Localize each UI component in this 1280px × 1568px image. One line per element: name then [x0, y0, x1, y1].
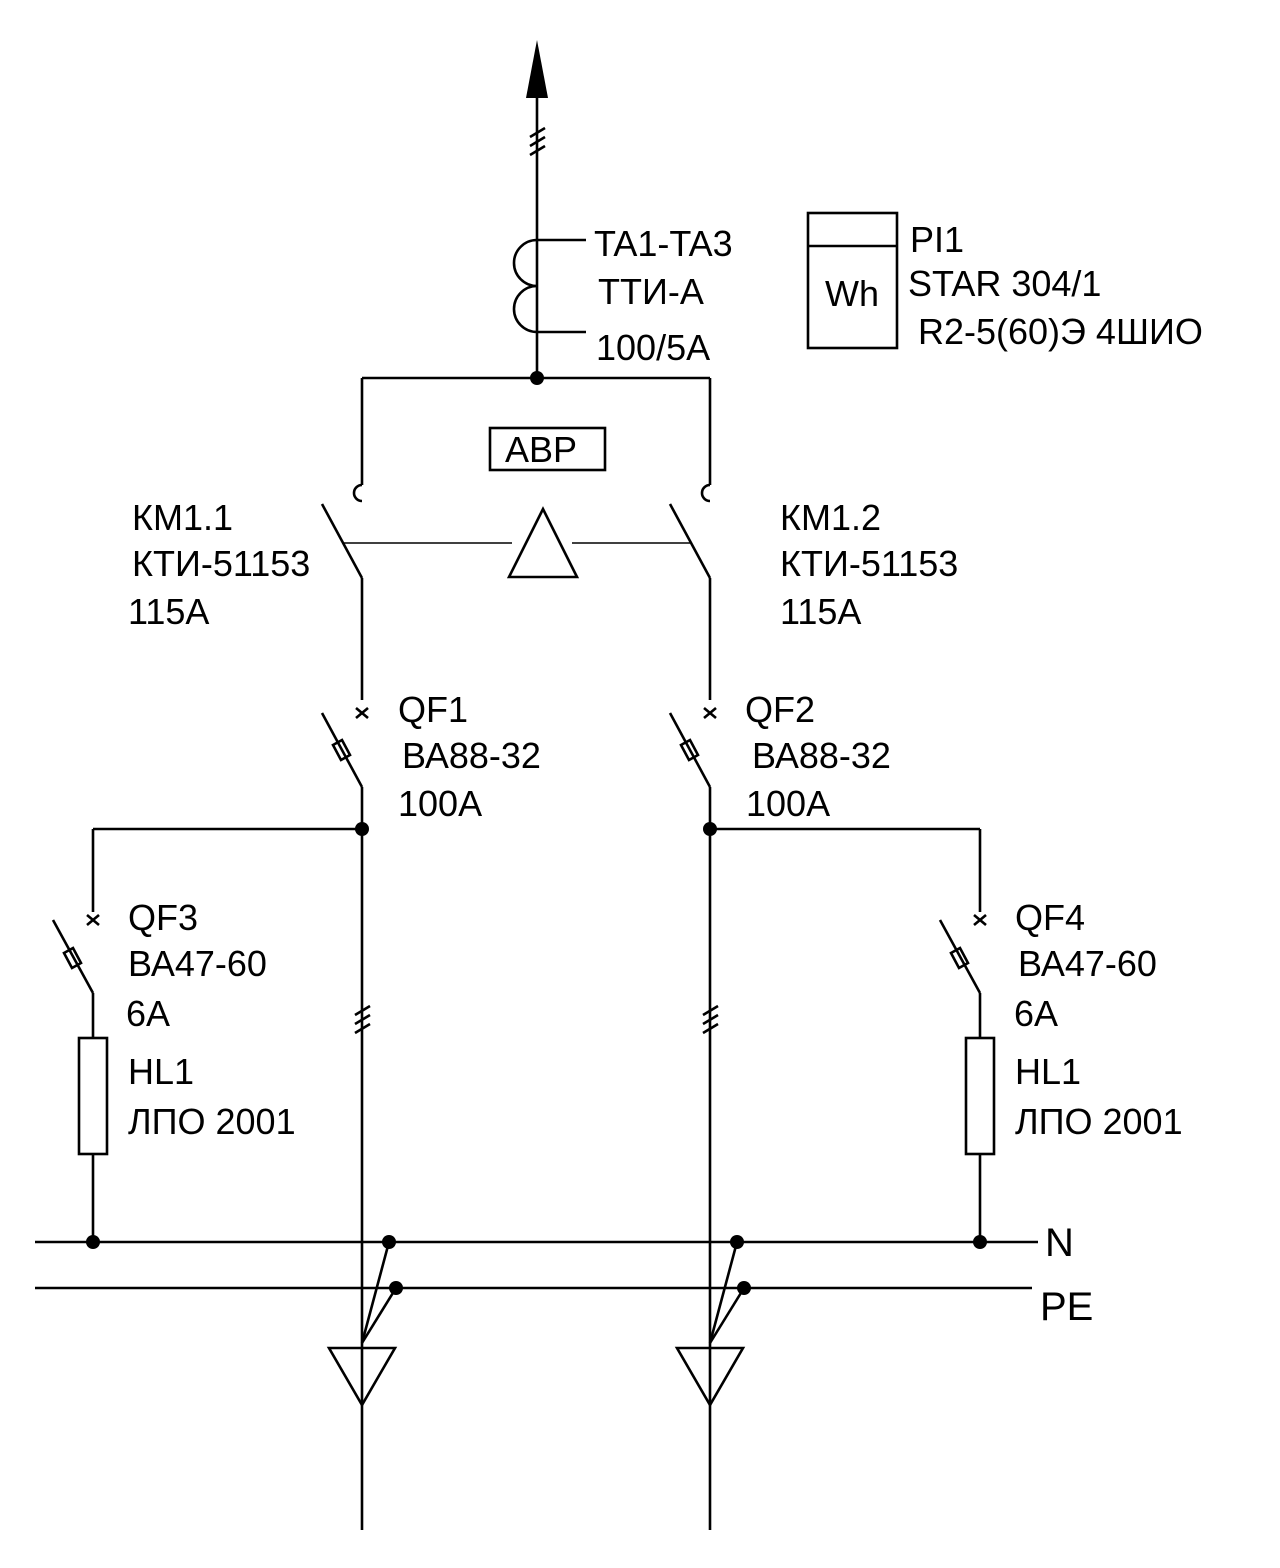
- lamp-type: ЛПО 2001: [128, 1101, 296, 1142]
- contactor-type: КТИ-51153: [780, 543, 958, 584]
- ct-ratio: 100/5A: [596, 327, 710, 368]
- incoming-feeder: [526, 40, 548, 378]
- right-feeder: [702, 822, 982, 1530]
- breaker-qf2: QF2 ВА88-32 100A: [668, 689, 891, 829]
- breaker-qf4: QF4 ВА47-60 6A: [938, 897, 1157, 1038]
- breaker-rating: 100A: [746, 783, 830, 824]
- breaker-type: ВА47-60: [128, 943, 267, 984]
- lamp-designation: HL1: [1015, 1051, 1081, 1092]
- junction-dot: [530, 371, 544, 385]
- lamp-type: ЛПО 2001: [1015, 1101, 1183, 1142]
- breaker-type: ВА88-32: [402, 735, 541, 776]
- breaker-qf3: QF3 ВА47-60 6A: [51, 897, 267, 1038]
- cable-end-icon: [674, 1346, 746, 1408]
- three-phase-mark: [702, 1004, 719, 1035]
- contactor-rating: 115A: [128, 591, 209, 632]
- lamp-designation: HL1: [128, 1051, 194, 1092]
- breaker-designation: QF2: [745, 689, 815, 730]
- breaker-rating: 6A: [1014, 993, 1058, 1034]
- breaker-rating: 100A: [398, 783, 482, 824]
- left-outgoing-cable: [326, 1241, 398, 1408]
- three-phase-mark: [354, 1004, 371, 1035]
- junction-dot: [86, 1235, 100, 1249]
- current-transformer: TA1-TA3 ТТИ-А 100/5A: [512, 223, 733, 368]
- breaker-designation: QF3: [128, 897, 198, 938]
- breaker-designation: QF1: [398, 689, 468, 730]
- breaker-type: ВА88-32: [752, 735, 891, 776]
- neutral-bus: N: [35, 1221, 1074, 1265]
- three-phase-mark: [529, 126, 546, 157]
- pe-label: PE: [1040, 1285, 1093, 1329]
- ct-type: ТТИ-А: [598, 271, 704, 312]
- energy-meter: Wh PI1 STAR 304/1 R2-5(60)Э 4ШИО: [806, 211, 1203, 352]
- meter-designation: PI1: [910, 219, 964, 260]
- contactor-designation: КМ1.1: [132, 497, 233, 538]
- right-outgoing-cable: [674, 1241, 746, 1408]
- lamp-hl1-left: HL1 ЛПО 2001: [77, 1036, 296, 1242]
- meter-type: STAR 304/1: [908, 263, 1101, 304]
- breaker-qf1: QF1 ВА88-32 100A: [320, 689, 541, 829]
- junction-dot: [973, 1235, 987, 1249]
- meter-spec: R2-5(60)Э 4ШИО: [918, 311, 1203, 352]
- mechanical-interlock: [342, 506, 690, 579]
- contactor-designation: КМ1.2: [780, 497, 881, 538]
- ct-designation: TA1-TA3: [594, 223, 733, 264]
- triangle-icon: [506, 506, 580, 579]
- neutral-label: N: [1045, 1221, 1074, 1265]
- arrow-up-icon: [526, 40, 548, 98]
- meter-symbol: Wh: [825, 273, 879, 314]
- contactor-km1-2: КМ1.2 КТИ-51153 115A: [668, 483, 958, 700]
- breaker-type: ВА47-60: [1018, 943, 1157, 984]
- lamp-hl1-right: HL1 ЛПО 2001: [964, 1036, 1183, 1242]
- left-feeder: [91, 822, 371, 1530]
- protective-earth-bus: PE: [35, 1281, 1093, 1329]
- contactor-rating: 115A: [780, 591, 861, 632]
- cable-end-icon: [326, 1346, 398, 1408]
- breaker-designation: QF4: [1015, 897, 1085, 938]
- breaker-rating: 6A: [126, 993, 170, 1034]
- avr-box: АВР: [488, 426, 607, 472]
- contactor-km1-1: КМ1.1 КТИ-51153 115A: [128, 483, 364, 700]
- avr-label: АВР: [505, 429, 577, 470]
- contactor-type: КТИ-51153: [132, 543, 310, 584]
- top-bus: [360, 371, 712, 485]
